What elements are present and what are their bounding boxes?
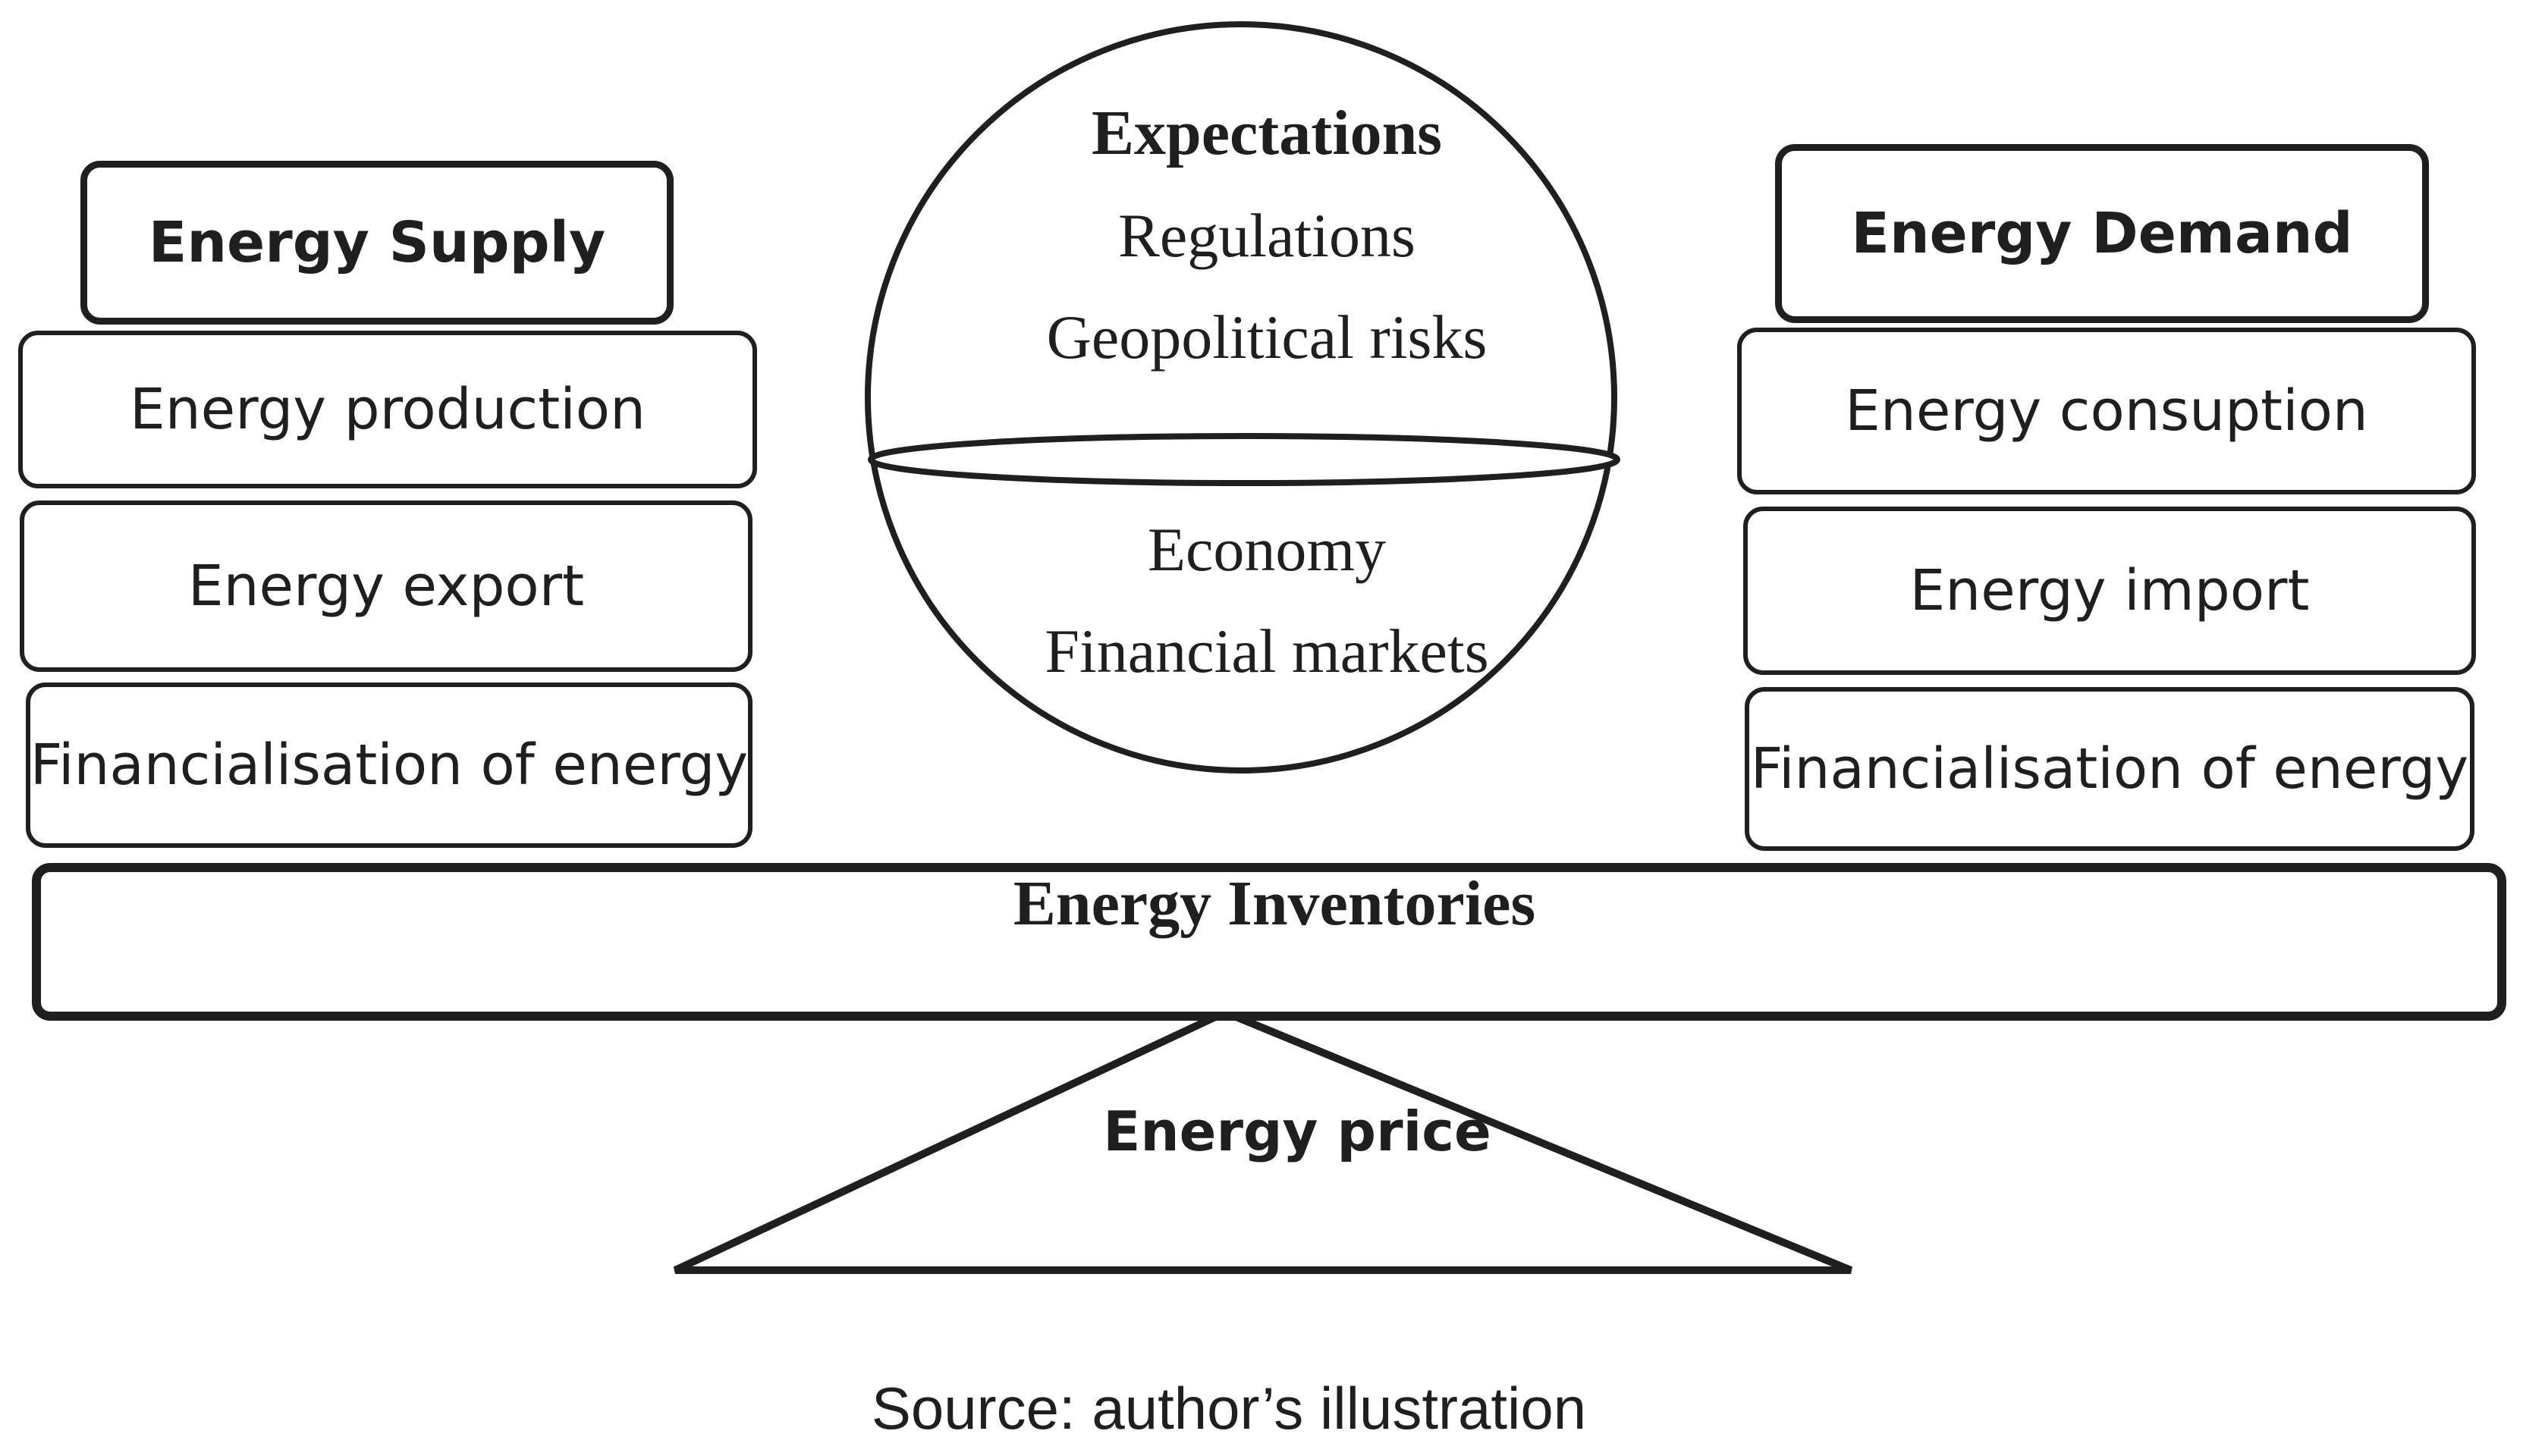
sphere-item-financial-markets: Financial markets xyxy=(1045,617,1489,686)
energy-inventories-beam xyxy=(32,863,2506,1021)
energy-demand-header: Energy Demand xyxy=(1775,144,2429,323)
demand-item-import: Energy import xyxy=(1743,507,2476,675)
supply-item-label: Financialisation of energy xyxy=(30,733,749,798)
supply-item-export: Energy export xyxy=(20,500,753,672)
sphere-item-geopolitical: Geopolitical risks xyxy=(1046,303,1488,372)
supply-item-production: Energy production xyxy=(18,331,757,488)
fulcrum-triangle xyxy=(673,1008,1852,1274)
energy-demand-title: Energy Demand xyxy=(1851,201,2353,266)
expectations-sphere xyxy=(865,21,1617,774)
supply-item-label: Energy production xyxy=(130,377,646,442)
sphere-equator xyxy=(868,433,1620,486)
energy-inventories-label: Energy Inventories xyxy=(1013,868,1536,939)
demand-item-financialisation: Financialisation of energy xyxy=(1745,687,2474,851)
energy-supply-title: Energy Supply xyxy=(148,210,606,275)
sphere-item-regulations: Regulations xyxy=(1118,201,1415,270)
source-caption: Source: author’s illustration xyxy=(871,1375,1587,1442)
expectations-title: Expectations xyxy=(1092,98,1442,168)
supply-item-financialisation: Financialisation of energy xyxy=(26,682,753,848)
energy-supply-header: Energy Supply xyxy=(80,161,674,325)
demand-item-consumption: Energy consuption xyxy=(1737,328,2476,494)
demand-item-label: Energy import xyxy=(1909,558,2310,623)
sphere-item-economy: Economy xyxy=(1147,515,1387,584)
supply-item-label: Energy export xyxy=(187,554,585,619)
demand-item-label: Financialisation of energy xyxy=(1750,736,2469,802)
demand-item-label: Energy consuption xyxy=(1845,378,2368,444)
energy-price-label: Energy price xyxy=(1103,1100,1491,1163)
